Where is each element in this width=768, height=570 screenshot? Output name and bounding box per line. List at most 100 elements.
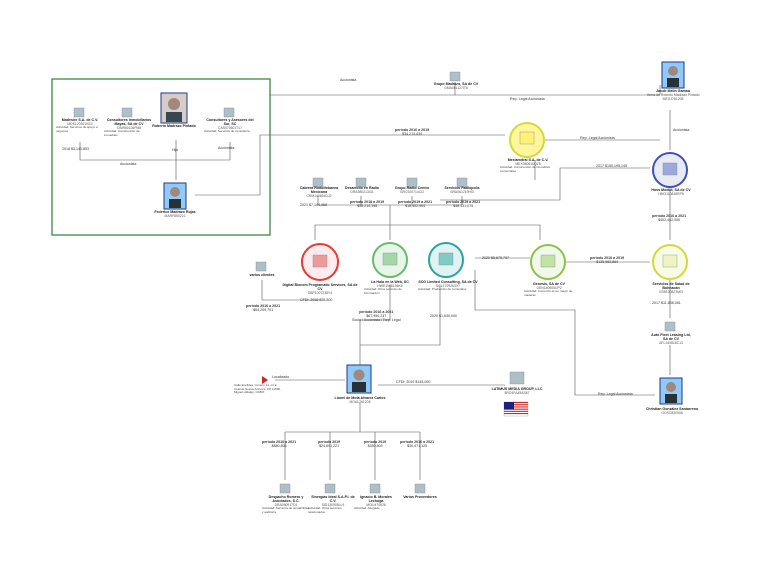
accionista-label-3: Accionista bbox=[340, 78, 357, 82]
genesis-period: periodo 2016 a 2019$135,983,864 bbox=[590, 256, 624, 264]
ignacio-desc: Actividad: Abogado bbox=[354, 506, 380, 510]
node-mexiamitral: Mexiamitral S.A. de C.V. MEX080616QZ5 Ac… bbox=[500, 158, 556, 173]
salud-name: Servicios de Salud de Bohnacán bbox=[652, 282, 690, 290]
despacho-ref: DRA050917D1 bbox=[274, 503, 298, 507]
node-grupo-madrazo: Grupo Madrazo, SA de CV GMA081127IT6 bbox=[428, 82, 484, 90]
node-cabrera: Cabrera Rodolfobaena Mexicana CRM140804D… bbox=[296, 186, 342, 198]
varios-clientes-name: varios clientes bbox=[249, 273, 275, 277]
cabrera-ref: CRM140804DJ2 bbox=[306, 194, 332, 198]
despacho-period: periodo 2016 a 2021$880,804 bbox=[262, 440, 296, 448]
sinergias-building-icon bbox=[324, 483, 336, 494]
node-salud: Servicios de Salud de Bohnacán SSB100823… bbox=[648, 282, 694, 294]
sinergias-ref: SID130905LL9 bbox=[321, 503, 345, 507]
latimus-building-icon bbox=[509, 371, 525, 385]
accionista-label-1: Accionista bbox=[218, 146, 235, 150]
node-consultores-sur: Consultores y Asesores del Sur, SC CAS07… bbox=[204, 118, 256, 134]
inmobiliarios-desc: Actividad: Construcción de inmuebles bbox=[104, 129, 140, 137]
clientes-building-icon bbox=[255, 261, 267, 272]
ignacio-building-icon bbox=[369, 483, 381, 494]
node-la-hola: La Hola en la Web, SC HWE1006195K6 Activ… bbox=[364, 280, 416, 295]
sinergias-period-text: periodo 2019 bbox=[318, 440, 341, 444]
hoss-ref: HMO110818RP5 bbox=[658, 192, 684, 196]
madesier-building-icon bbox=[73, 107, 85, 118]
ignacio-period: periodo 2019$350,803 bbox=[364, 440, 386, 448]
scg-amount: 2020 $5,675,797 bbox=[482, 256, 509, 260]
madesier-desc: Actividad: Servicios de apoyo a negocios bbox=[56, 125, 98, 133]
desarrollo-ref: DRA980213I31 bbox=[350, 190, 374, 194]
sinergias-period-amount: $24,601,221 bbox=[319, 444, 340, 448]
inmobiliarios-ref: CIM960126PM8 bbox=[116, 126, 142, 130]
grupo-radio-ref: GRC920714CI2 bbox=[399, 190, 425, 194]
sinergias-name: Sinergías Ideal S.A.P.I. de C.V. bbox=[311, 495, 355, 503]
us-flag-icon bbox=[503, 401, 529, 417]
roberto-face bbox=[168, 98, 180, 110]
node-ignacio: Ignacio B. Morales Lechuga MOLI470626 Ac… bbox=[354, 495, 398, 511]
ignacio-period-text: periodo 2019 bbox=[364, 440, 387, 444]
scg-building-icon bbox=[438, 252, 454, 266]
servicios-radio-building-icon bbox=[456, 177, 468, 188]
rep-legal-label: Rep. Legal Accionista bbox=[510, 97, 545, 101]
jacob-ref: MEGJ781208 bbox=[662, 97, 684, 101]
grupo-radio-period-text: periodo 2019 a 2021 bbox=[398, 200, 433, 204]
node-hoss: Hoss Modilli, SA de CV HMO110818RP5 bbox=[648, 188, 694, 196]
node-madesier: Madesier S.A. de C.V. MDS120301KE4 Activ… bbox=[56, 118, 104, 133]
genesis-period-amount: $135,983,864 bbox=[596, 260, 619, 264]
lionel-ref: MOAL761208 bbox=[349, 400, 371, 404]
node-scg: SCG Limited Consulting, SA de CV SCL1709… bbox=[418, 280, 478, 292]
node-varios: Varios Proveedores bbox=[400, 495, 440, 499]
consultores-sur-ref: CAS070601717 bbox=[218, 126, 242, 130]
clientes-period: periodo 2016 a 2021$64,209,701 bbox=[246, 304, 280, 312]
servicios-radio-ref: SRA061219HI3 bbox=[450, 190, 474, 194]
varios-name: Varios Proveedores bbox=[403, 495, 437, 499]
madesier-name: Madesier S.A. de C.V. bbox=[61, 118, 99, 122]
cabrera-name: Cabrera Rodolfobaena Mexicana bbox=[299, 186, 339, 194]
desarrollo-name: Desarrollo en Radio bbox=[345, 186, 379, 190]
ignacio-period-amount: $350,803 bbox=[367, 444, 383, 448]
scg-ref: SCL1709263V7 bbox=[436, 284, 460, 288]
node-varios-clientes: varios clientes bbox=[248, 273, 276, 277]
node-despacho: Despacho Romero y Asociados, S.C. DRA050… bbox=[262, 495, 310, 514]
mexiamitral-desc: Actividad: Construcción de inmuebles com… bbox=[500, 165, 551, 173]
grupo-madrazo-name: Grupo Madrazo, SA de CV bbox=[433, 82, 479, 86]
desarrollo-period: periodo 2018 a 2019$58,214,198 bbox=[350, 200, 384, 208]
mexiamitral-ref: MEX080616QZ5 bbox=[515, 162, 541, 166]
genesis-name: Genesis, SA de CV bbox=[532, 282, 566, 286]
grupo-madrazo-building-icon bbox=[449, 71, 461, 82]
genesis-period-text: periodo 2016 a 2019 bbox=[590, 256, 625, 260]
lahola-building-icon bbox=[382, 252, 398, 266]
grupo-radio-period-amount: $18,402,904 bbox=[405, 204, 426, 208]
ignacio-name: Ignacio B. Morales Lechuga bbox=[360, 495, 392, 503]
mexiamitral-name: Mexiamitral S.A. de C.V. bbox=[507, 158, 549, 162]
genesis-desc: Actividad: Comercio al por mayor de made… bbox=[524, 289, 573, 297]
varios-period-amount: $30,471,125 bbox=[407, 444, 428, 448]
la-hola-name: La Hola en la Web, SC bbox=[371, 280, 409, 284]
node-genesis: Genesis, SA de CV GEN140905UP2 Actividad… bbox=[524, 282, 574, 297]
sinergias-desc: Actividad: Otros servicios relacionados bbox=[308, 506, 342, 514]
despacho-period-text: periodo 2016 a 2021 bbox=[262, 440, 297, 444]
cabrera-building-icon bbox=[312, 177, 324, 188]
localizado-label: Localizado bbox=[272, 375, 290, 379]
rep-legal-christian: Rep. Legal Accionista bbox=[598, 392, 633, 396]
salud-ref: SSB100823MI3 bbox=[659, 290, 683, 294]
despacho-name: Despacho Romero y Asociados, S.C. bbox=[268, 495, 304, 503]
node-desarrollo: Desarrollo en Radio DRA980213I31 bbox=[342, 186, 382, 194]
digital-ref: DBP1007238Y4 bbox=[307, 291, 333, 295]
latimus-ref: 8RO4FA45AS67 bbox=[504, 391, 530, 395]
clientes-period-text: periodo 2016 a 2021 bbox=[246, 304, 281, 308]
connector-scg-christian bbox=[474, 270, 655, 396]
consultores-sur-building-icon bbox=[223, 107, 235, 118]
digital-amount: CFDI: 2015 $58,800 bbox=[300, 298, 333, 302]
genesis-ref: GEN140905UP2 bbox=[536, 286, 562, 290]
scg-amount-2: 2020 $1,630,000 bbox=[430, 314, 457, 318]
family-group-frame bbox=[51, 78, 271, 236]
latimus-name: LATIMUS MEDIA GROUP, LLC bbox=[491, 387, 543, 391]
consultores-sur-name: Consultores y Asesores del Sur, SC bbox=[206, 118, 254, 126]
hoss-building-icon bbox=[662, 162, 678, 176]
mexiamitral-building-icon bbox=[519, 131, 535, 145]
inmobiliarios-building-icon bbox=[121, 107, 133, 118]
node-digital-biocom: Digital Biocom Programatic Services, SA … bbox=[282, 283, 358, 295]
inmobiliarios-name: Consultores Inmobiliarios Mayas, SA de C… bbox=[106, 118, 152, 126]
la-hola-period-amount: $67,950,237 bbox=[366, 314, 387, 318]
